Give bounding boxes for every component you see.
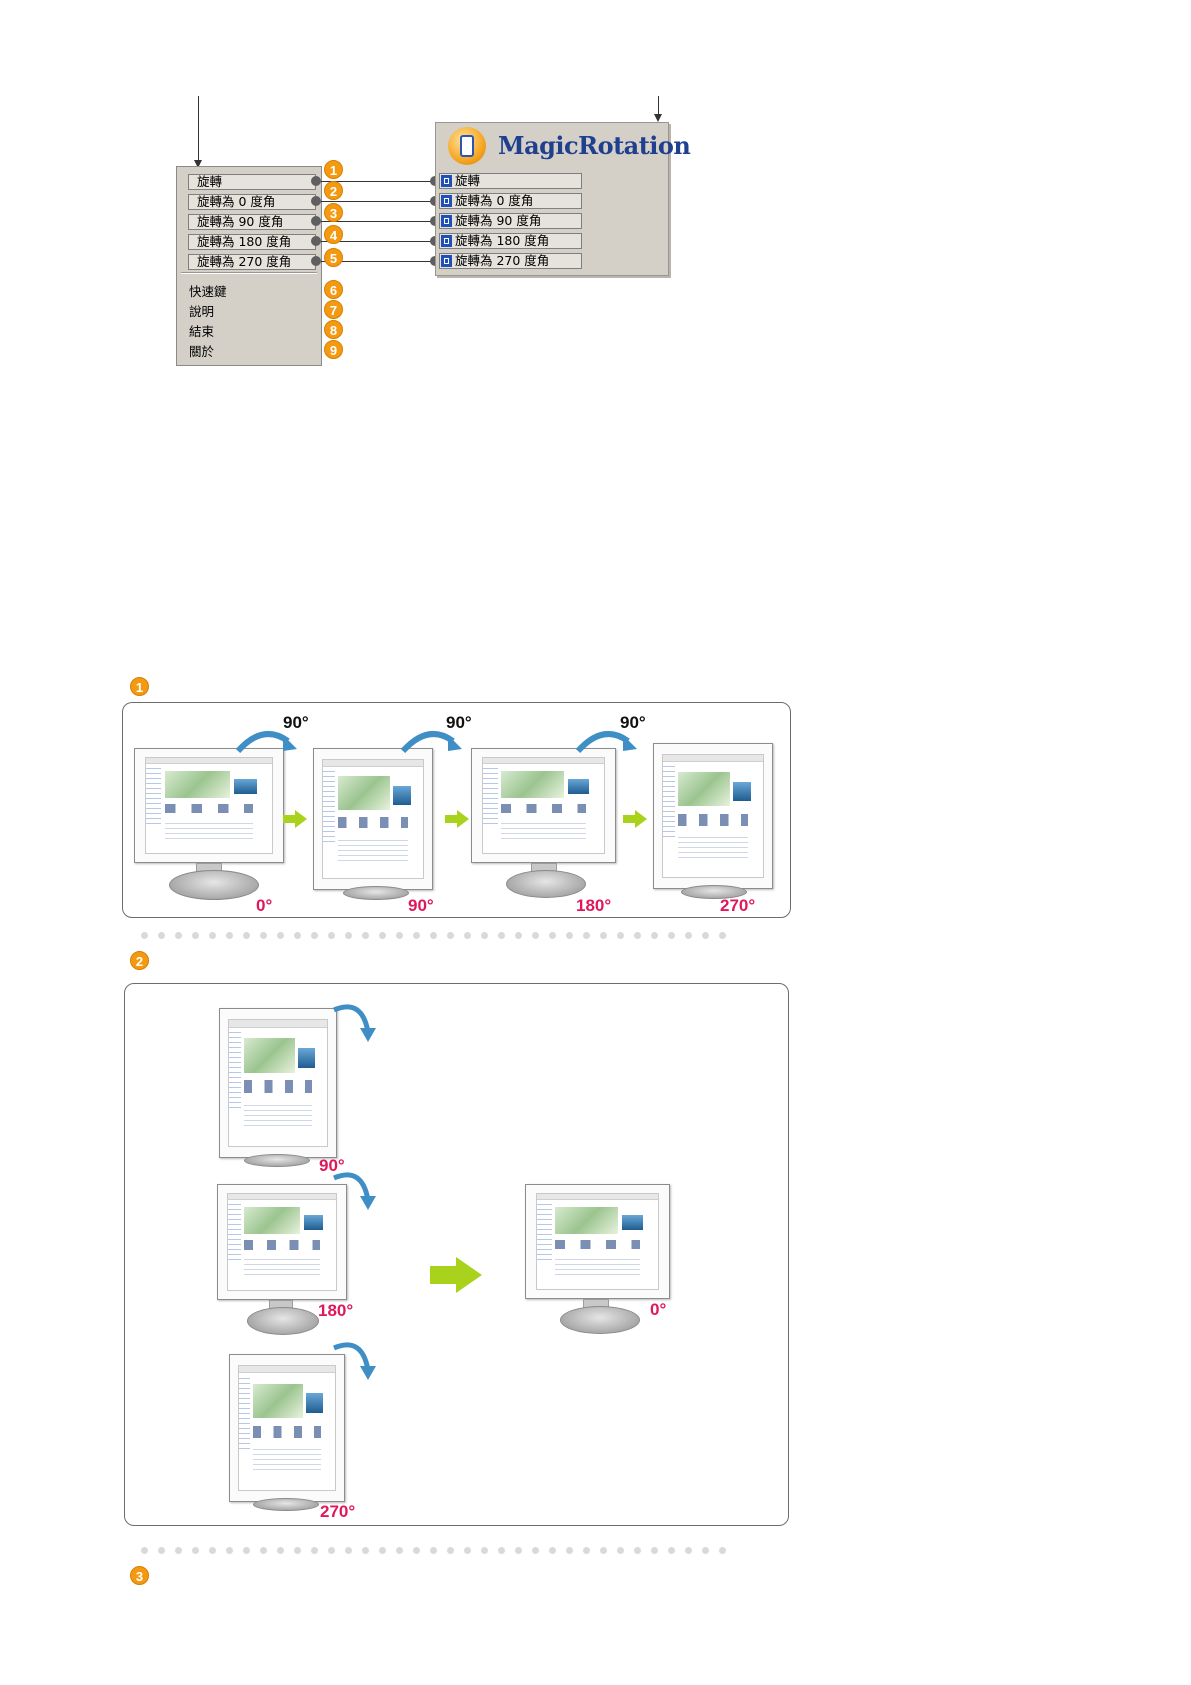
monitor-screen [653,743,773,889]
monitor-0 [134,748,284,908]
badge-4: 4 [324,225,343,244]
badge-7: 7 [324,300,343,319]
menu-connector-dot [311,256,321,266]
menu-connector-dot [311,216,321,226]
panel-item-rotate-270[interactable]: 旋轉為 270 度角 [439,253,582,269]
next-arrow-icon [283,810,307,828]
degree-label-0: 0° [256,896,272,916]
badge-3: 3 [324,203,343,222]
magic-rotation-title: MagicRotation [498,131,690,160]
tray-context-menu: 旋轉 旋轉為 0 度角 旋轉為 90 度角 旋轉為 180 度角 旋轉為 270… [176,166,322,366]
section-2-badge: 2 [130,951,149,970]
menu-item-hotkeys[interactable]: 快速鍵 [189,285,227,299]
magic-rotation-panel: MagicRotation 旋轉 旋轉為 0 度角 旋轉為 90 度角 旋轉為 … [435,122,669,276]
convert-arrow-icon [430,1257,482,1293]
next-arrow-icon [445,810,469,828]
rotate-icon [441,175,452,187]
menu-connector-dot [311,196,321,206]
target-monitor-0 [525,1184,675,1344]
degree-label-270: 270° [720,896,755,916]
monitor-screen [229,1354,345,1502]
panel-item-label: 旋轉為 270 度角 [455,254,549,268]
menu-item-rotate-90[interactable]: 旋轉為 90 度角 [188,214,316,230]
rotate-270-icon [441,255,452,267]
monitor-screen [217,1184,347,1300]
step-label: 90° [620,713,646,733]
badge-1: 1 [324,160,343,179]
monitor-180 [471,748,621,908]
panel-item-label: 旋轉為 0 度角 [455,194,533,208]
menu-item-rotate-180[interactable]: 旋轉為 180 度角 [188,234,316,250]
badge-5: 5 [324,248,343,267]
menu-item-exit[interactable]: 結束 [189,325,214,339]
monitor-screen [313,748,433,890]
menu-item-rotate-0[interactable]: 旋轉為 0 度角 [188,194,316,210]
panel-item-label: 旋轉為 90 度角 [455,214,541,228]
menu-item-rotate[interactable]: 旋轉 [188,174,316,190]
panel-item-rotate-0[interactable]: 旋轉為 0 度角 [439,193,582,209]
menu-connector-dot [311,236,321,246]
badge-6: 6 [324,280,343,299]
magic-rotation-logo-icon [448,127,486,165]
source-degree-180: 180° [318,1301,353,1321]
monitor-90 [313,748,443,918]
connector-line [321,201,435,202]
menu-connector-dot [311,176,321,186]
step-label: 90° [446,713,472,733]
menu-separator [181,272,317,274]
degree-label-180: 180° [576,896,611,916]
rotate-180-icon [441,235,452,247]
target-degree-0: 0° [650,1300,666,1320]
menu-item-rotate-270[interactable]: 旋轉為 270 度角 [188,254,316,270]
rotate-arrow-icon [330,1334,380,1384]
rotate-arrow-icon [330,996,380,1046]
badge-2: 2 [324,181,343,200]
dotted-separator [141,1547,736,1554]
step-label: 90° [283,713,309,733]
panel-item-rotate[interactable]: 旋轉 [439,173,582,189]
monitor-screen [525,1184,670,1299]
badge-9: 9 [324,340,343,359]
panel-pointer-line [658,96,659,116]
section-1-badge: 1 [130,677,149,696]
panel-item-rotate-90[interactable]: 旋轉為 90 度角 [439,213,582,229]
connector-line [321,221,435,222]
rotation-sequence-panel: 0° 90° 180° 270° 90° 90° 90° [122,702,791,918]
rotate-0-icon [441,195,452,207]
rotate-90-icon [441,215,452,227]
menu-item-help[interactable]: 說明 [189,305,214,319]
menu-pointer-line [198,96,199,162]
panel-pointer-arrowhead [654,114,662,122]
panel-item-rotate-180[interactable]: 旋轉為 180 度角 [439,233,582,249]
menu-item-about[interactable]: 關於 [189,345,214,359]
dotted-separator [141,932,736,939]
badge-8: 8 [324,320,343,339]
degree-label-90: 90° [408,896,434,916]
monitor-270 [653,743,783,913]
rotate-arrow-icon [330,1164,380,1214]
next-arrow-icon [623,810,647,828]
panel-item-label: 旋轉為 180 度角 [455,234,549,248]
panel-item-label: 旋轉 [455,174,480,188]
reset-to-zero-panel: 90° 180° 270° 0° [124,983,789,1526]
source-degree-270: 270° [320,1502,355,1522]
section-3-badge: 3 [130,1566,149,1585]
monitor-screen [219,1008,337,1158]
